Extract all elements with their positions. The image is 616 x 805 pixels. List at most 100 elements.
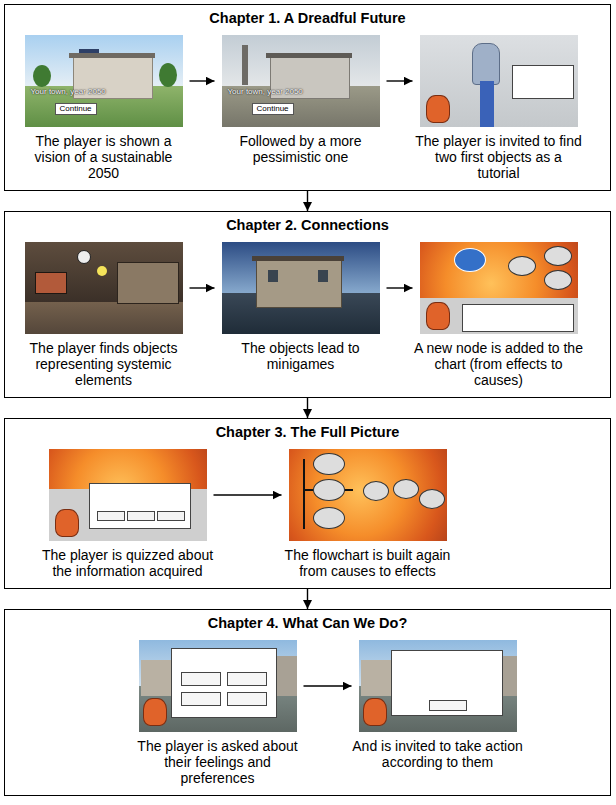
- chapter-title: Chapter 3. The Full Picture: [5, 424, 610, 441]
- choice-button: [181, 672, 221, 686]
- chart-node: [544, 270, 572, 290]
- answer-button: [157, 511, 185, 521]
- screen-text: Your town, year 2050: [31, 87, 106, 97]
- step-caption: The player is invited to find two first …: [413, 133, 585, 181]
- screenshot: [420, 242, 578, 334]
- chimney: [242, 45, 248, 85]
- sleeve: [480, 81, 494, 127]
- flow-arrow: [307, 398, 308, 418]
- picture: [35, 272, 67, 294]
- step-panel: The objects lead to minigames: [215, 242, 387, 372]
- roof: [266, 53, 352, 58]
- choice-button: [227, 672, 267, 686]
- screenshot: [222, 242, 380, 334]
- screen-text: Continue: [55, 103, 97, 115]
- roof: [69, 53, 155, 58]
- continue-button: [429, 700, 467, 711]
- chart-node: [313, 507, 345, 529]
- quiz-card: [89, 483, 191, 529]
- chart-node: [454, 248, 486, 272]
- chapter-heading: Chapter 4. What Can We Do?: [5, 615, 610, 632]
- choice-button: [181, 692, 221, 706]
- window: [318, 270, 328, 282]
- building: [256, 260, 342, 308]
- chart-node: [508, 256, 536, 276]
- chapter-title: Chapter 1. A Dreadful Future: [5, 10, 610, 27]
- chapter-title: Chapter 2. Connections: [5, 217, 610, 234]
- flow-arrow: [304, 685, 352, 686]
- screenshot: [359, 640, 517, 732]
- step-caption: The player is shown a vision of a sustai…: [18, 133, 190, 181]
- chapter-heading: Chapter 3. The Full Picture: [5, 424, 610, 441]
- screenshot: [139, 640, 297, 732]
- chart-node: [313, 453, 345, 475]
- roof: [252, 256, 344, 261]
- chart-node: [393, 479, 419, 499]
- chart-node: [419, 489, 445, 509]
- dialog-card: [462, 304, 574, 332]
- step-caption: The objects lead to minigames: [215, 340, 387, 372]
- mascot: [426, 302, 450, 330]
- screenshot: [420, 35, 578, 127]
- screenshot: [289, 449, 447, 541]
- chapter-box: Chapter 2. ConnectionsThe player finds o…: [4, 211, 611, 398]
- lamp: [97, 266, 107, 276]
- screenshot: Your town, year 2050Continue: [222, 35, 380, 127]
- chapter-box: Chapter 3. The Full PictureThe player is…: [4, 418, 611, 589]
- chapter-heading: Chapter 2. Connections: [5, 217, 610, 234]
- step-caption: A new node is added to the chart (from e…: [413, 340, 585, 388]
- mascot: [426, 95, 450, 123]
- window: [268, 270, 278, 282]
- choice-button: [227, 692, 267, 706]
- flow-arrow: [190, 287, 215, 288]
- flow-arrow: [307, 589, 308, 609]
- screenshot: [25, 242, 183, 334]
- mascot: [143, 698, 167, 726]
- screenshot: Your town, year 2050Continue: [25, 35, 183, 127]
- answer-button: [127, 511, 155, 521]
- flow-arrow: [387, 80, 413, 81]
- solar-panel: [79, 49, 99, 53]
- chart-line: [303, 459, 305, 529]
- step-panel: The player is quizzed about the informat…: [42, 449, 214, 579]
- step-panel: A new node is added to the chart (from e…: [413, 242, 585, 388]
- chapter-title: Chapter 4. What Can We Do?: [5, 615, 610, 632]
- flow-arrow: [190, 80, 215, 81]
- screen-text: Your town, year 2050: [228, 87, 303, 97]
- flow-arrow: [307, 191, 308, 211]
- step-caption: The player is asked about their feelings…: [132, 738, 304, 786]
- step-panel: The player finds objects representing sy…: [18, 242, 190, 388]
- step-caption: The player finds objects representing sy…: [18, 340, 190, 388]
- chart-node: [363, 481, 389, 501]
- answer-button: [97, 511, 125, 521]
- chapter-heading: Chapter 1. A Dreadful Future: [5, 10, 610, 27]
- step-panel: And is invited to take action according …: [352, 640, 524, 770]
- mascot: [363, 698, 387, 726]
- clock: [77, 250, 91, 264]
- tree: [159, 63, 177, 87]
- step-panel: Your town, year 2050ContinueFollowed by …: [215, 35, 387, 165]
- step-panel: The player is invited to find two first …: [413, 35, 585, 181]
- step-caption: Followed by a more pessimistic one: [215, 133, 387, 165]
- step-caption: The flowchart is built again from causes…: [282, 547, 454, 579]
- step-caption: And is invited to take action according …: [352, 738, 524, 770]
- step-panel: The player is asked about their feelings…: [132, 640, 304, 786]
- building: [361, 660, 395, 696]
- chart-node: [544, 246, 572, 266]
- screen-text: Continue: [252, 103, 294, 115]
- cabinet: [117, 262, 179, 304]
- chart-node: [313, 479, 345, 501]
- tree: [33, 65, 51, 87]
- building: [141, 660, 175, 696]
- step-caption: The player is quizzed about the informat…: [42, 547, 214, 579]
- note-card: [512, 65, 574, 99]
- step-panel: The flowchart is built again from causes…: [282, 449, 454, 579]
- flow-arrow: [387, 287, 413, 288]
- mascot: [55, 509, 79, 537]
- chapter-box: Chapter 4. What Can We Do? The player is …: [4, 609, 611, 796]
- screenshot: [49, 449, 207, 541]
- flow-arrow: [214, 494, 282, 495]
- hand: [472, 43, 500, 85]
- step-panel: Your town, year 2050ContinueThe player i…: [18, 35, 190, 181]
